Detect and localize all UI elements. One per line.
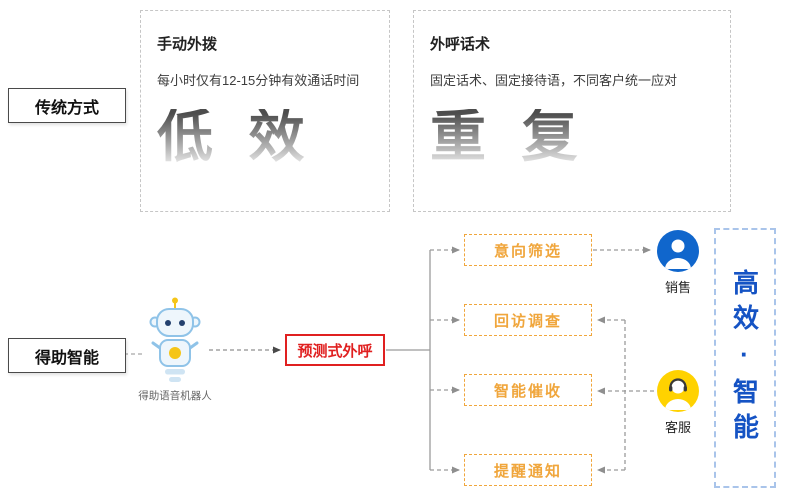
panel-title: 手动外拨 <box>157 36 218 53</box>
traditional-method-tag: 传统方式 <box>8 88 126 123</box>
branch-intent-screening: 意向筛选 <box>464 234 592 266</box>
panel-desc: 每小时仅有12-15分钟有效通话时间 <box>157 73 360 88</box>
branch-followup-survey: 回访调查 <box>464 304 592 336</box>
panel-title: 外呼话术 <box>430 36 491 53</box>
inefficient-keyword: 低 效 <box>157 109 373 165</box>
sales-avatar-icon <box>656 229 700 273</box>
repetitive-keyword: 重 复 <box>430 109 714 165</box>
robot-caption: 得助语音机器人 <box>138 390 212 402</box>
customer-service-avatar-icon <box>656 369 700 413</box>
sales-caption: 销售 <box>664 280 691 295</box>
branch-smart-collection: 智能催收 <box>464 374 592 406</box>
voice-robot-icon <box>145 295 205 383</box>
manual-dialing-panel: 手动外拨 每小时仅有12-15分钟有效通话时间 低 效 <box>140 10 390 212</box>
predictive-outbound-node: 预测式外呼 <box>285 334 385 366</box>
panel-desc: 固定话术、固定接待语，不同客户统一应对 <box>430 73 678 88</box>
smart-method-tag: 得助智能 <box>8 338 126 373</box>
branch-reminder-notice: 提醒通知 <box>464 454 592 486</box>
service-caption: 客服 <box>664 420 691 435</box>
result-highlight-box: 高效·智能 <box>714 228 776 488</box>
call-script-panel: 外呼话术 固定话术、固定接待语，不同客户统一应对 重 复 <box>413 10 731 212</box>
